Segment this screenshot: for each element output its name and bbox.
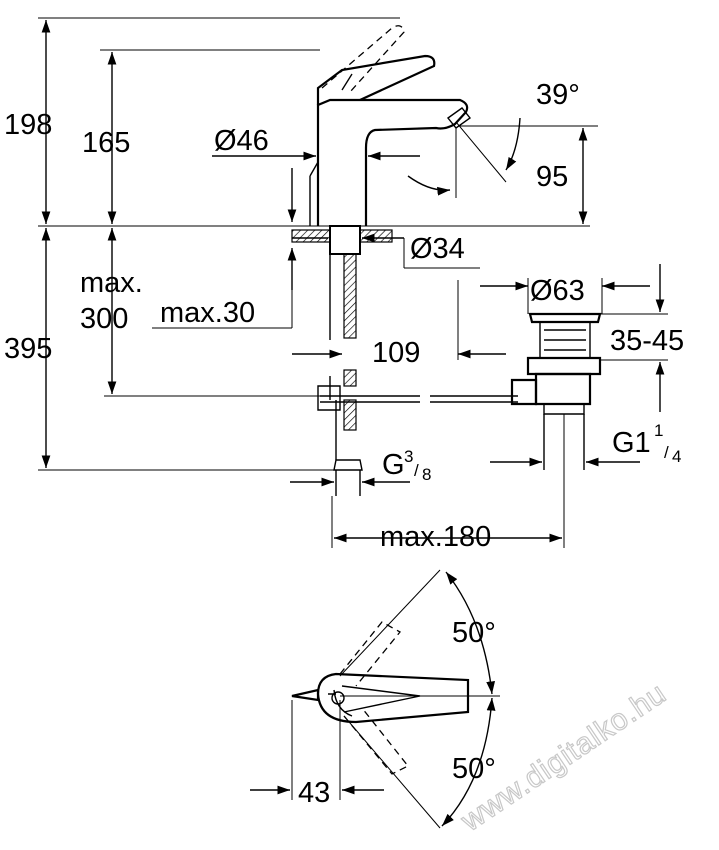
- dimension-lines: [38, 17, 668, 548]
- svg-text:G1: G1: [612, 427, 651, 459]
- top-view-rotated-up: [339, 621, 401, 687]
- top-view-rotated-down: [343, 707, 410, 775]
- dim-max30: max.30: [160, 297, 255, 329]
- dim-43: 43: [298, 777, 330, 809]
- dim-d34: Ø34: [410, 233, 465, 265]
- dim-d46: Ø46: [214, 125, 269, 157]
- svg-text:G: G: [382, 449, 405, 481]
- dim-d63: Ø63: [530, 275, 585, 307]
- svg-text:/: /: [414, 461, 419, 480]
- dim-165: 165: [82, 127, 130, 159]
- dim-g3-8: G 3 / 8: [382, 447, 431, 484]
- dim-50deg-upper: 50°: [452, 617, 496, 649]
- supply-hose: [343, 253, 357, 339]
- svg-text:1: 1: [654, 421, 663, 440]
- lever-raised-outline: [321, 25, 405, 93]
- lever-handle: [316, 54, 436, 105]
- popup-rod: [309, 159, 319, 226]
- dim-max180: max.180: [380, 521, 491, 553]
- dim-g1-quarter: G1 1 / 4: [612, 421, 681, 466]
- dim-35-45: 35-45: [610, 325, 684, 357]
- faucet-body: [316, 98, 469, 226]
- svg-text:8: 8: [422, 465, 431, 484]
- faucet-top-view: [250, 569, 500, 829]
- svg-text:/: /: [664, 443, 669, 462]
- svg-text:4: 4: [672, 447, 681, 466]
- dim-50deg-lower: 50°: [452, 753, 496, 785]
- supply-nut: [333, 459, 363, 471]
- dim-300: 300: [80, 303, 128, 335]
- dim-95: 95: [536, 161, 568, 193]
- popup-linkage-rod: [320, 395, 518, 403]
- dim-max-label: max.: [80, 267, 143, 299]
- dim-109: 109: [372, 337, 420, 369]
- svg-text:3: 3: [404, 447, 413, 466]
- aerator: [446, 107, 472, 129]
- dim-395: 395: [4, 333, 52, 365]
- faucet-side-view: [38, 25, 602, 496]
- waste-assembly: [510, 312, 602, 470]
- popup-rod-lower: [329, 252, 337, 460]
- dim-198: 198: [4, 109, 52, 141]
- dim-39deg: 39°: [536, 79, 580, 111]
